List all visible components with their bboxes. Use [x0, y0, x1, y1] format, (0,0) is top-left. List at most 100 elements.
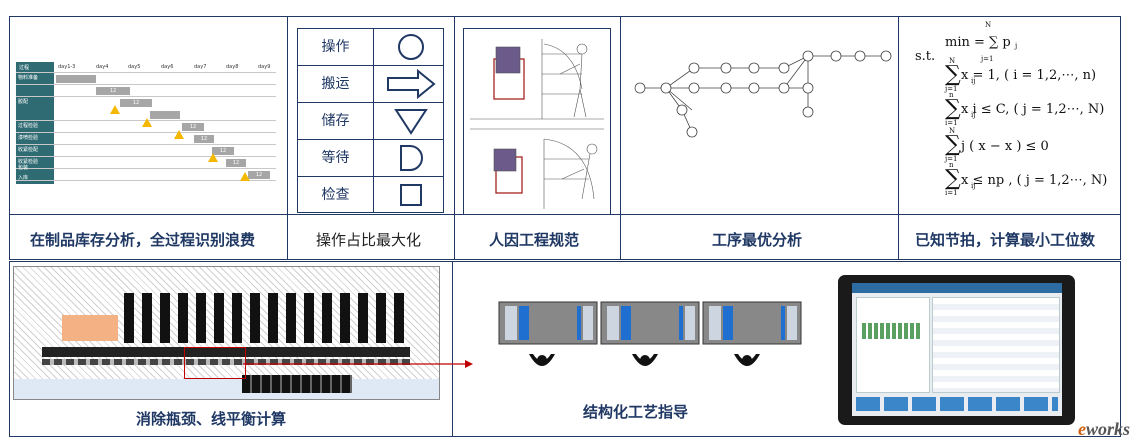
gantt-grid-line: [16, 156, 276, 157]
sigma-icon: ∑: [945, 62, 961, 87]
formula-subscript: ij: [971, 182, 976, 190]
gantt-col-header: 过程: [19, 65, 30, 71]
gantt-row-label: 包装: [18, 165, 29, 171]
symbol-label: 检查: [298, 177, 374, 213]
gantt-row-header: [16, 62, 54, 184]
symbol-row: 等待: [298, 140, 443, 177]
symbol-row: 搬运: [298, 66, 443, 103]
gantt-row-label: 收紧检配: [18, 147, 39, 153]
formula-st: s.t.: [915, 49, 936, 64]
screen-header: [852, 283, 1062, 293]
divider-5: [452, 261, 453, 437]
divider-2: [454, 16, 455, 260]
line-layout-drawing: [13, 266, 440, 400]
gantt-grid-line: [16, 72, 276, 73]
ergonomics-sketch: [470, 39, 604, 209]
symbol-label: 搬运: [298, 66, 374, 102]
panel-3-caption: 人因工程规范: [489, 231, 580, 249]
formula-constraint-3: j ( x − x ) ≤ 0: [961, 139, 1049, 154]
gantt-grid-line: [16, 180, 276, 181]
panel-4-caption: 工序最优分析: [712, 231, 803, 249]
gantt-col-header: day5: [128, 64, 141, 70]
gantt-bar: 12: [248, 171, 270, 179]
formula-subscript: ij: [971, 77, 976, 85]
process-symbol-table: 操作 搬运 储存 等待 检查: [297, 28, 444, 213]
gantt-bar: [56, 75, 96, 83]
layout-conveyor: [42, 347, 410, 357]
sigma-icon: ∑: [945, 96, 961, 121]
symbol-label: 等待: [298, 140, 374, 176]
gantt-col-header: day6: [161, 64, 174, 70]
symbol-label: 储存: [298, 103, 374, 139]
gantt-bar: 12: [120, 99, 152, 107]
formula-upper-limit: N: [949, 127, 956, 135]
sigma-icon: ∑: [945, 132, 961, 157]
gantt-bar: [150, 111, 180, 119]
panel-5-caption: 已知节拍，计算最小工位数: [915, 231, 1096, 249]
symbol-row: 检查: [298, 177, 443, 214]
formula-objective: min = ∑ p: [945, 35, 1011, 50]
gantt-grid-line: [16, 144, 276, 145]
triangle-down-icon: [394, 109, 428, 135]
tablet-screen: [852, 283, 1062, 416]
formula-lower-limit: j=1: [945, 155, 958, 163]
panel-1-caption: 在制品库存分析，全过程识别浪费: [30, 231, 256, 249]
layout-worktable: [62, 315, 118, 341]
formula-upper-limit: N: [949, 57, 956, 65]
gantt-grid-line: [16, 96, 276, 97]
formula-lower-limit: j=1: [945, 85, 958, 93]
gantt-grid-line: [16, 132, 276, 133]
inventory-triangle-icon: [110, 105, 120, 114]
inventory-triangle-icon: [208, 153, 218, 162]
workstation-diagram: [498, 301, 802, 366]
inventory-triangle-icon: [142, 118, 152, 127]
screen-buttons: [856, 397, 1058, 411]
divider-3: [620, 16, 621, 260]
formula-subscript: ij: [971, 111, 976, 119]
arrow-right-icon: [243, 360, 473, 368]
precedence-network: [634, 50, 892, 138]
formula-upper-limit: n: [949, 91, 954, 99]
formula-lower-limit: j=1: [981, 55, 994, 63]
layout-stations: [124, 293, 404, 343]
symbol-label: 操作: [298, 29, 374, 65]
formula-constraint-1: x = 1, ( i = 1,2,⋯, n): [961, 68, 1097, 83]
gantt-row-label: 物料准备: [18, 75, 39, 81]
bottom-frame: [9, 261, 1121, 437]
gantt-col-header: day1-3: [58, 64, 76, 70]
gantt-row-label: 入库: [18, 175, 29, 181]
gantt-row-label: 漆喷检验: [18, 135, 39, 141]
formula-subscript: j: [1015, 42, 1018, 50]
layout-conveyor-lower: [42, 359, 410, 365]
panel-2-caption: 操作占比最大化: [316, 231, 422, 249]
ergonomics-drawing: [463, 28, 611, 215]
formula-lower-limit: i=1: [945, 119, 958, 127]
inventory-triangle-icon: [240, 172, 250, 181]
gantt-bar: 12: [226, 159, 246, 167]
circle-icon: [398, 34, 424, 60]
gantt-bar: 12: [212, 147, 234, 155]
symbol-row: 操作: [298, 29, 443, 66]
gantt-row-label: 过程检验: [18, 123, 39, 129]
panel-7-caption: 结构化工艺指导: [583, 403, 689, 421]
screen-drawing: [862, 323, 922, 339]
sigma-icon: ∑: [945, 166, 961, 191]
formula-upper-limit: n: [949, 161, 954, 169]
gantt-bar: 12: [96, 87, 130, 95]
panel-6-caption: 消除瓶颈、线平衡计算: [136, 410, 287, 428]
gantt-col-header: day4: [96, 64, 109, 70]
layout-storage-rack: [242, 375, 352, 393]
formula-constraint-2: x i ≤ C, ( j = 1,2⋯, N): [961, 102, 1105, 117]
divider-1: [287, 16, 288, 260]
layout-buffer: [14, 379, 439, 399]
inventory-triangle-icon: [174, 130, 184, 139]
screen-list: [932, 297, 1060, 393]
arrow-right-icon: [387, 68, 436, 100]
symbol-row: 储存: [298, 103, 443, 140]
divider-4: [898, 16, 899, 260]
gantt-col-header: day8: [226, 64, 239, 70]
gantt-chart: 过程 day1-3 day4 day5 day6 day7 day8 day9 …: [16, 62, 276, 184]
square-icon: [400, 184, 422, 206]
gantt-bar: 12: [182, 123, 204, 131]
d-shape-icon: [400, 145, 423, 171]
